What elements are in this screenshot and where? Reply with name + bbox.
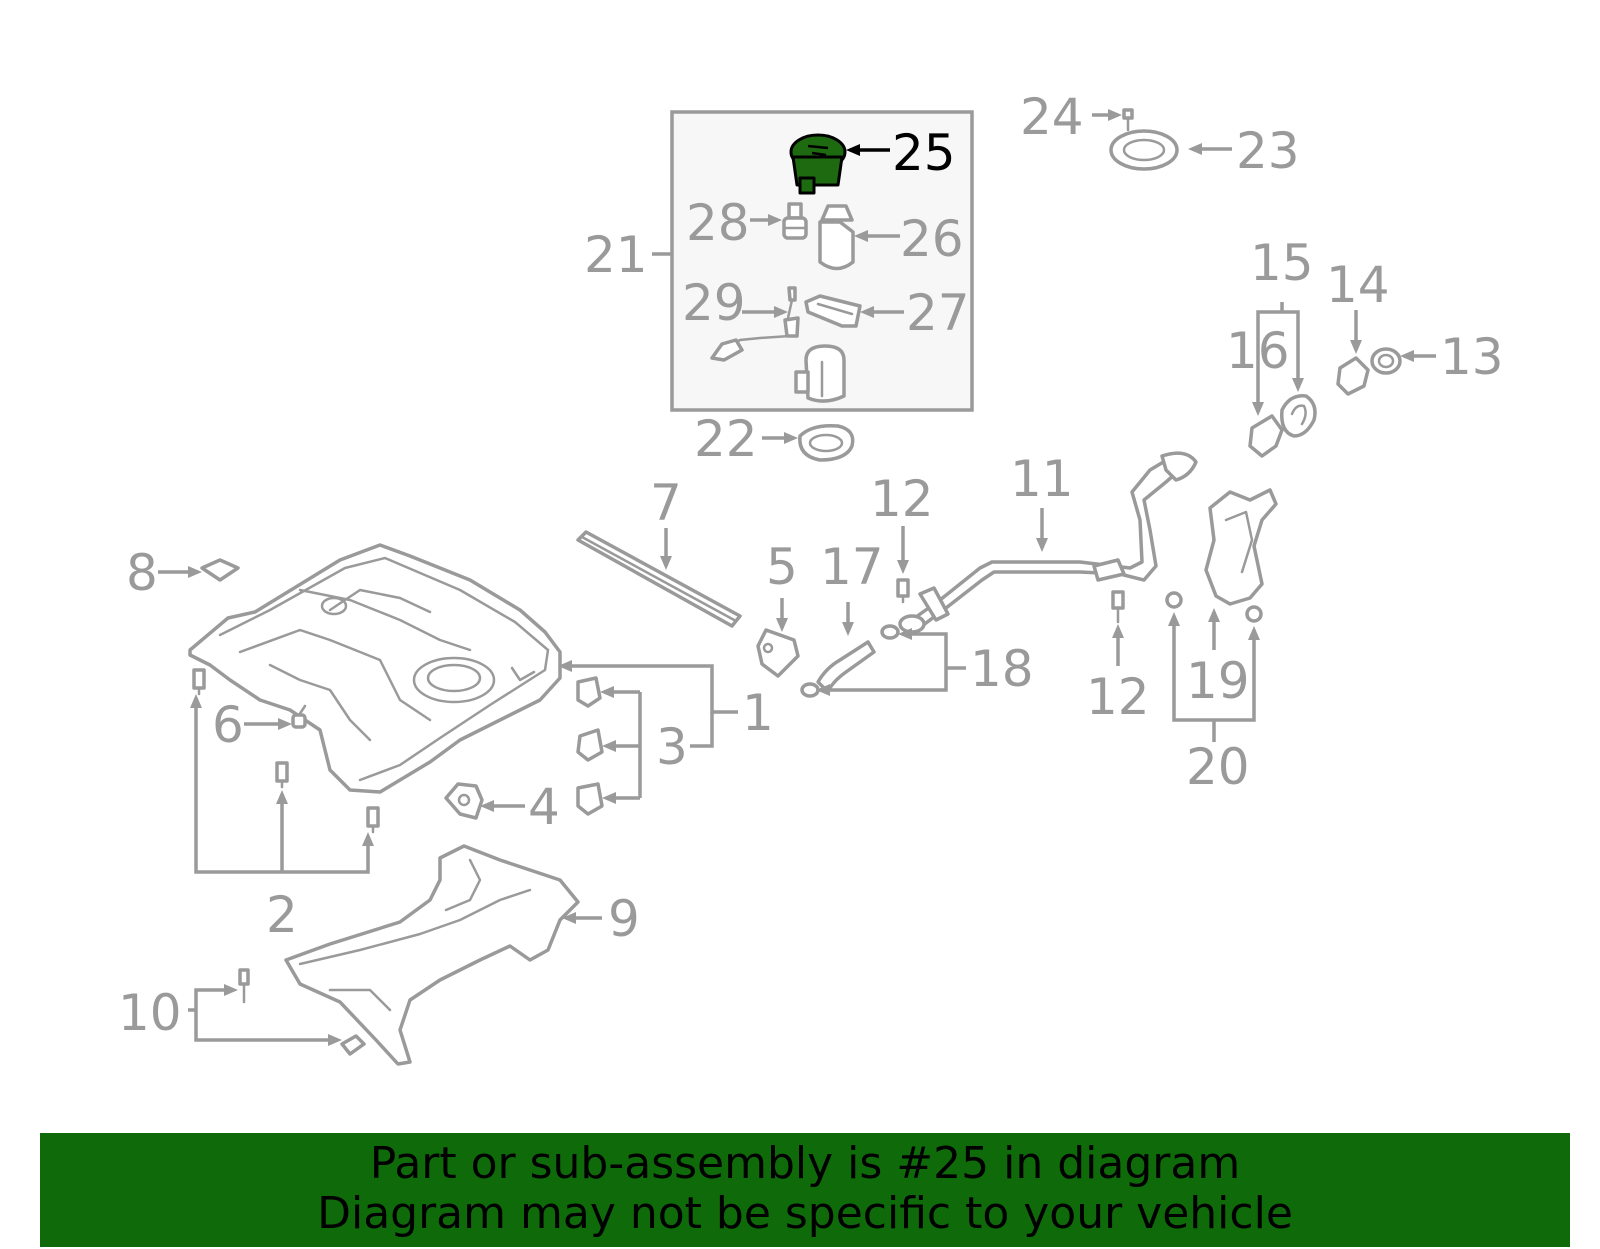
part-28 — [782, 202, 808, 240]
callout-25-highlighted[interactable]: 25 — [892, 124, 956, 182]
callout-28[interactable]: 28 — [686, 194, 750, 252]
part-20-clips — [1165, 591, 1263, 623]
part-9-heat-shield — [284, 844, 580, 1066]
part-13 — [1370, 347, 1402, 375]
callout-16[interactable]: 16 — [1226, 322, 1290, 380]
pump-body — [794, 344, 846, 403]
callout-2[interactable]: 2 — [266, 886, 298, 944]
callout-5[interactable]: 5 — [766, 538, 798, 596]
part-6-bolt — [291, 704, 307, 729]
part-4 — [444, 782, 484, 820]
part-5 — [756, 628, 800, 678]
callout-8[interactable]: 8 — [126, 544, 158, 602]
callout-19[interactable]: 19 — [1186, 652, 1250, 710]
part-17 — [800, 624, 900, 698]
part-10-clips — [238, 968, 366, 1056]
callout-20[interactable]: 20 — [1186, 738, 1250, 796]
callout-26[interactable]: 26 — [900, 210, 964, 268]
callout-17[interactable]: 17 — [820, 538, 884, 596]
part-27 — [804, 294, 862, 328]
part-11-filler-pipe — [898, 451, 1198, 634]
part-1-fuel-tank — [188, 543, 562, 794]
callout-13[interactable]: 13 — [1440, 328, 1504, 386]
callout-10[interactable]: 10 — [118, 984, 182, 1042]
part-16 — [1248, 414, 1284, 458]
part-22 — [798, 423, 855, 462]
part-24 — [1122, 108, 1134, 132]
callout-15[interactable]: 15 — [1250, 234, 1314, 292]
callout-3[interactable]: 3 — [656, 718, 688, 776]
callout-21[interactable]: 21 — [584, 226, 648, 284]
part-23 — [1109, 129, 1179, 171]
callout-27[interactable]: 27 — [906, 284, 970, 342]
part-25-highlighted[interactable] — [789, 133, 847, 195]
part-7 — [576, 530, 742, 628]
callout-18[interactable]: 18 — [970, 640, 1034, 698]
part-26 — [818, 204, 855, 271]
part-12-bolts — [896, 578, 1125, 624]
part-15 — [1280, 394, 1317, 438]
callout-11[interactable]: 11 — [1010, 450, 1074, 508]
callout-6[interactable]: 6 — [212, 696, 244, 754]
callout-9[interactable]: 9 — [608, 890, 640, 948]
callout-14[interactable]: 14 — [1326, 256, 1390, 314]
part-3-brackets — [576, 676, 604, 816]
callout-12-top[interactable]: 12 — [870, 470, 934, 528]
banner-line-2: Diagram may not be specific to your vehi… — [317, 1188, 1293, 1239]
callout-23[interactable]: 23 — [1236, 122, 1300, 180]
callout-1[interactable]: 1 — [742, 684, 774, 742]
leader-lines — [158, 109, 1436, 1046]
part-2-bolts — [192, 668, 380, 834]
part-8 — [200, 558, 240, 582]
info-banner: Part or sub-assembly is #25 in diagram D… — [40, 1133, 1570, 1247]
callout-labels: 1 2 3 4 5 6 7 8 9 10 11 12 12 13 14 15 1… — [118, 88, 1504, 1042]
callout-22[interactable]: 22 — [694, 410, 758, 468]
part-29 — [710, 286, 800, 362]
callout-4[interactable]: 4 — [528, 778, 560, 836]
callout-29[interactable]: 29 — [682, 274, 746, 332]
banner-line-1: Part or sub-assembly is #25 in diagram — [369, 1138, 1241, 1189]
callout-24[interactable]: 24 — [1020, 88, 1084, 146]
callout-12-bottom[interactable]: 12 — [1086, 668, 1150, 726]
part-19 — [1204, 488, 1278, 606]
part-14 — [1336, 356, 1370, 396]
callout-7[interactable]: 7 — [650, 474, 682, 532]
